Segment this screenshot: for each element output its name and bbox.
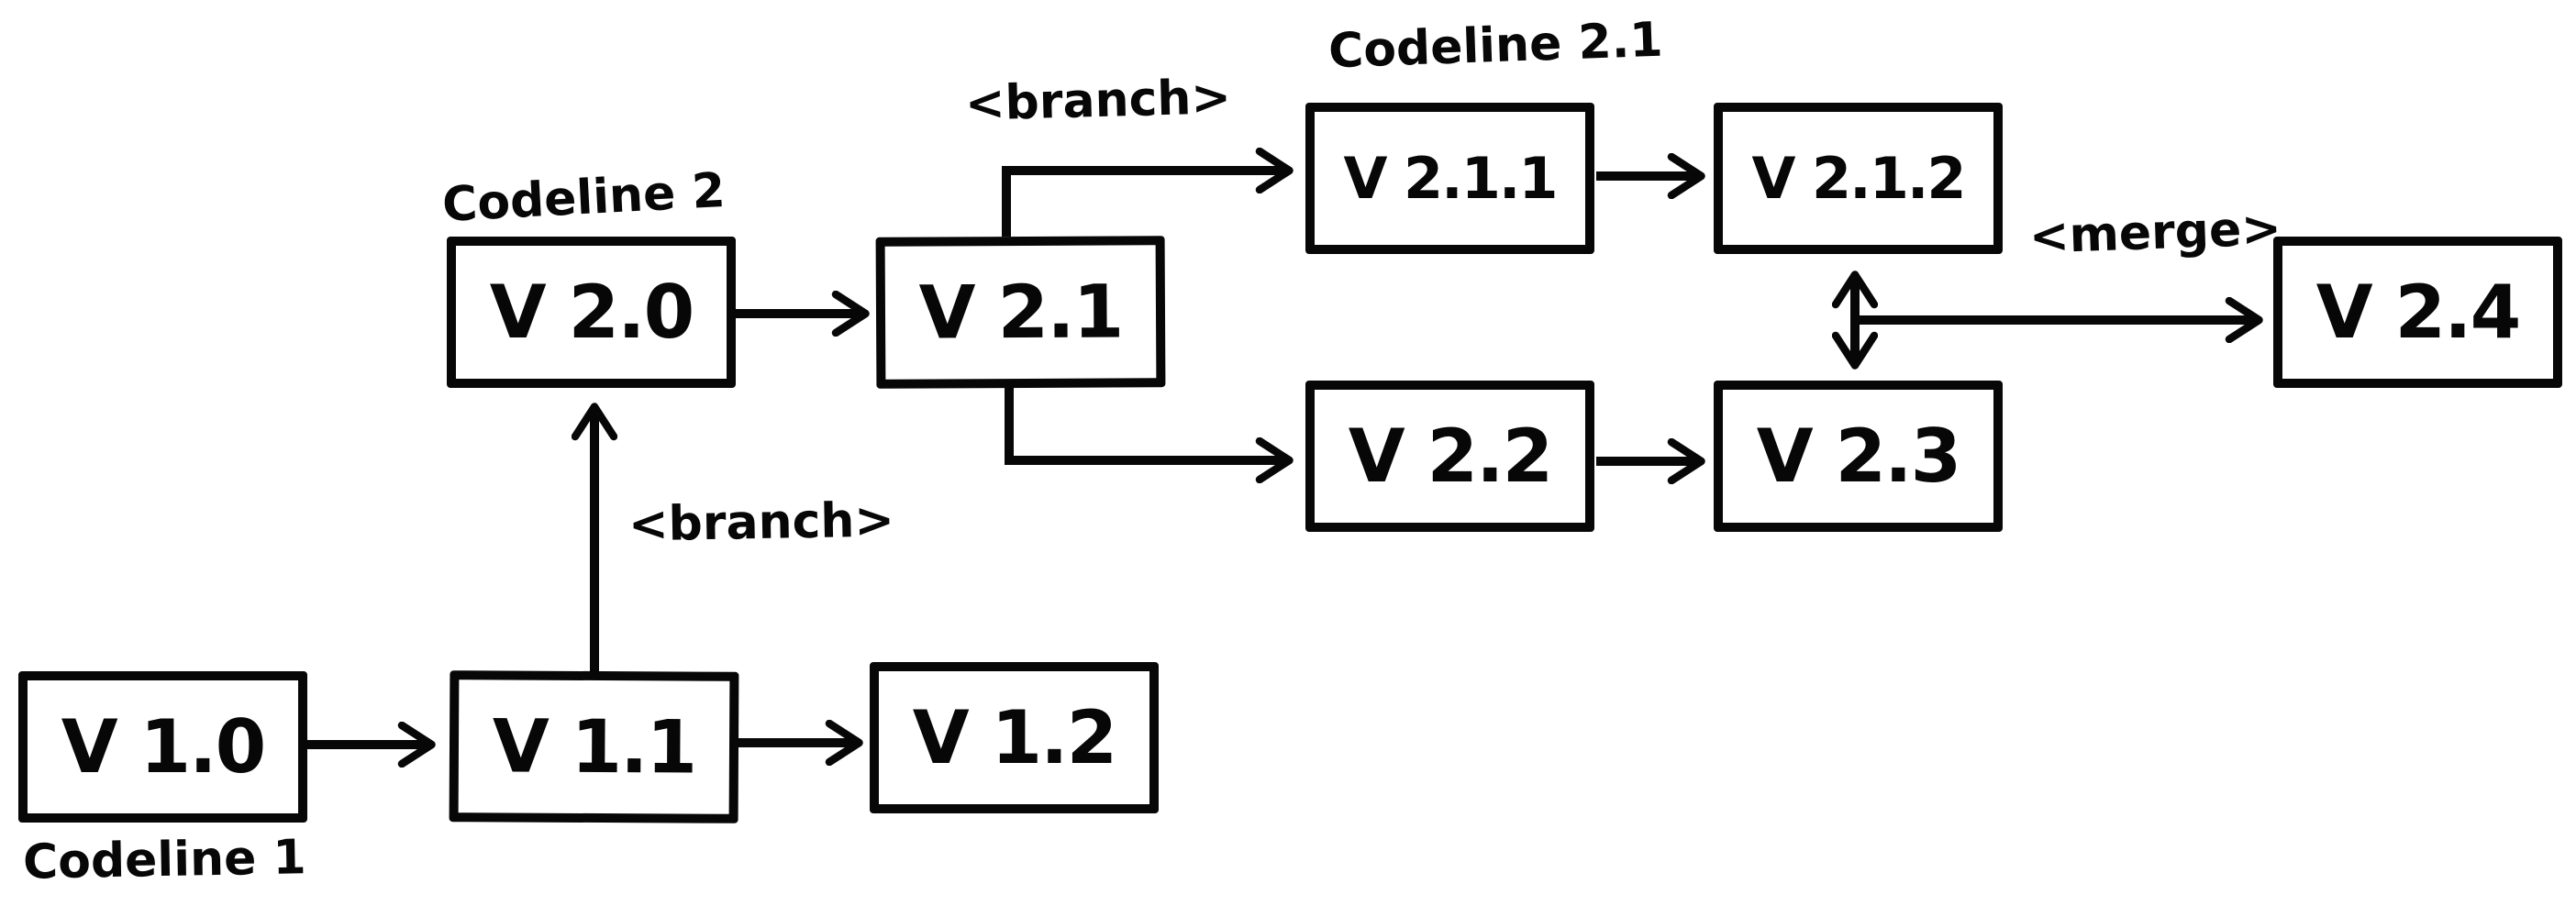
arrow-v2-1-to-v2-2 xyxy=(1005,388,1287,460)
node-v2-2: V 2.2 xyxy=(1305,381,1594,532)
edge-label-branch-lower: <branch> xyxy=(627,492,895,553)
node-v1-1: V 1.1 xyxy=(449,670,739,823)
label-codeline-1: Codeline 1 xyxy=(22,830,307,890)
node-v2-4: V 2.4 xyxy=(2273,237,2562,388)
arrow-v2-1-branch-to-v2-1-1 xyxy=(1002,171,1287,237)
node-v2-3: V 2.3 xyxy=(1714,381,2003,532)
edge-label-branch-upper: <branch> xyxy=(964,70,1232,132)
node-v1-2: V 1.2 xyxy=(870,662,1159,813)
node-v2-0: V 2.0 xyxy=(447,237,736,388)
edge-label-merge: <merge> xyxy=(2028,201,2282,265)
node-v2-1-1: V 2.1.1 xyxy=(1305,103,1594,254)
label-codeline-2-1: Codeline 2.1 xyxy=(1327,12,1664,80)
node-v2-1: V 2.1 xyxy=(875,236,1166,389)
node-v2-1-2: V 2.1.2 xyxy=(1714,103,2003,254)
node-v1-0: V 1.0 xyxy=(18,671,307,823)
